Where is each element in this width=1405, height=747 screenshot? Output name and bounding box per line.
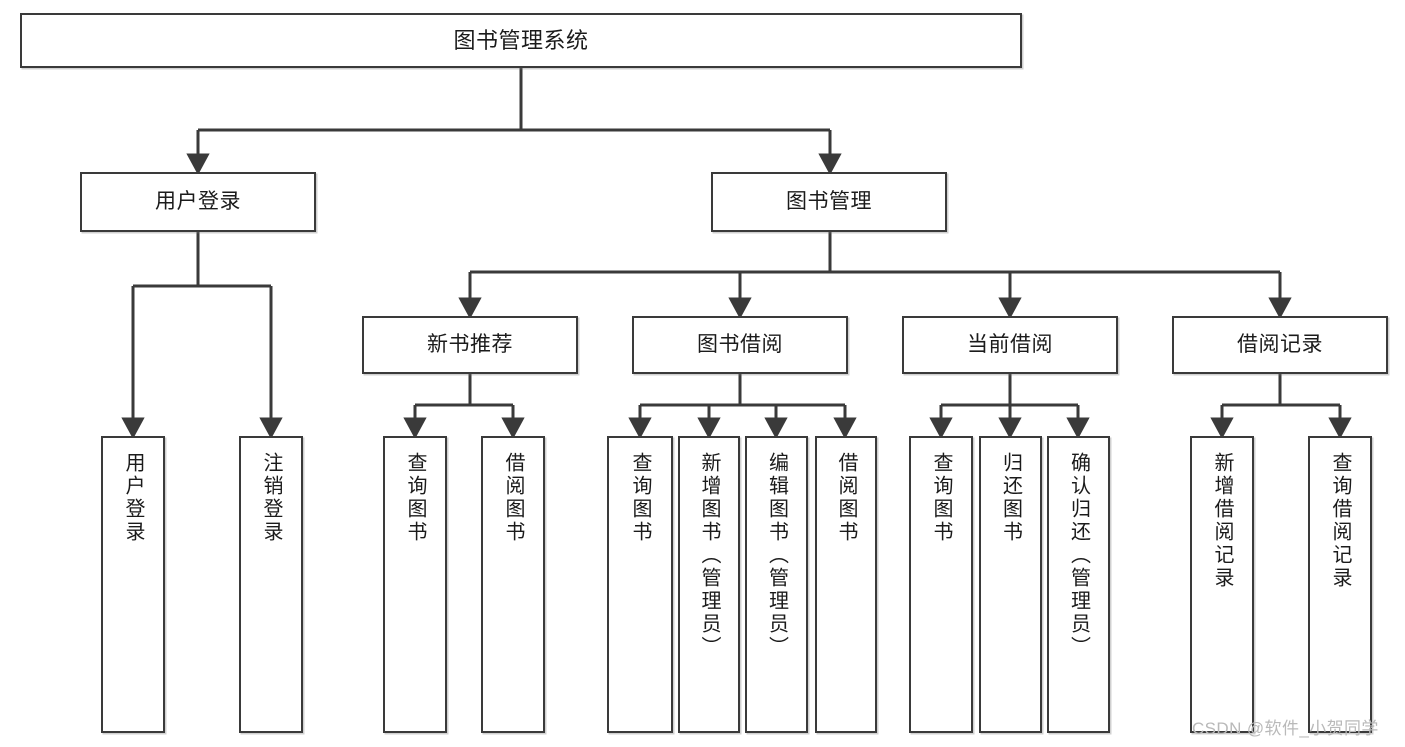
leaf-add-borrow-record[interactable]: 新增借阅记录 <box>1190 436 1254 733</box>
node-label: 新书推荐 <box>427 332 513 356</box>
node-label: 新增图书（管理员） <box>698 452 720 659</box>
leaf-query-book-current[interactable]: 查询图书 <box>909 436 973 733</box>
leaf-logout[interactable]: 注销登录 <box>239 436 303 733</box>
node-label: 借阅图书 <box>502 452 524 544</box>
node-borrowing-record[interactable]: 借阅记录 <box>1172 316 1388 374</box>
node-label: 确认归还（管理员） <box>1067 452 1090 659</box>
leaf-user-login[interactable]: 用户登录 <box>101 436 165 733</box>
node-label: 当前借阅 <box>967 332 1053 356</box>
node-label: 查询图书 <box>629 452 651 544</box>
node-label: 用户登录 <box>155 189 241 213</box>
node-label: 新增借阅记录 <box>1211 452 1233 590</box>
node-root-book-management-system[interactable]: 图书管理系统 <box>20 13 1022 68</box>
leaf-edit-book-admin[interactable]: 编辑图书（管理员） <box>745 436 808 733</box>
node-current-borrowing[interactable]: 当前借阅 <box>902 316 1118 374</box>
node-label: 图书借阅 <box>697 332 783 356</box>
leaf-borrow-book-recommend[interactable]: 借阅图书 <box>481 436 545 733</box>
node-label: 查询图书 <box>404 452 426 544</box>
node-label: 用户登录 <box>122 452 144 544</box>
leaf-return-book[interactable]: 归还图书 <box>979 436 1042 733</box>
leaf-confirm-return-admin[interactable]: 确认归还（管理员） <box>1047 436 1110 733</box>
node-label: 借阅图书 <box>835 452 857 544</box>
node-book-management[interactable]: 图书管理 <box>711 172 947 232</box>
leaf-query-borrow-record[interactable]: 查询借阅记录 <box>1308 436 1372 733</box>
node-label: 查询图书 <box>930 452 952 544</box>
node-label: 编辑图书（管理员） <box>765 452 788 659</box>
node-label: 注销登录 <box>260 452 282 544</box>
node-label: 图书管理系统 <box>453 27 589 53</box>
node-new-book-recommendation[interactable]: 新书推荐 <box>362 316 578 374</box>
leaf-query-book-recommend[interactable]: 查询图书 <box>383 436 447 733</box>
node-label: 图书管理 <box>786 189 872 213</box>
leaf-borrow-book[interactable]: 借阅图书 <box>815 436 877 733</box>
leaf-add-book-admin[interactable]: 新增图书（管理员） <box>678 436 740 733</box>
node-book-borrowing[interactable]: 图书借阅 <box>632 316 848 374</box>
csdn-watermark: CSDN @软件_小贺同学 <box>1192 719 1379 738</box>
node-user-login[interactable]: 用户登录 <box>80 172 316 232</box>
node-label: 借阅记录 <box>1237 332 1323 356</box>
leaf-query-book-borrow[interactable]: 查询图书 <box>607 436 673 733</box>
node-label: 查询借阅记录 <box>1329 452 1351 590</box>
node-label: 归还图书 <box>999 452 1022 544</box>
